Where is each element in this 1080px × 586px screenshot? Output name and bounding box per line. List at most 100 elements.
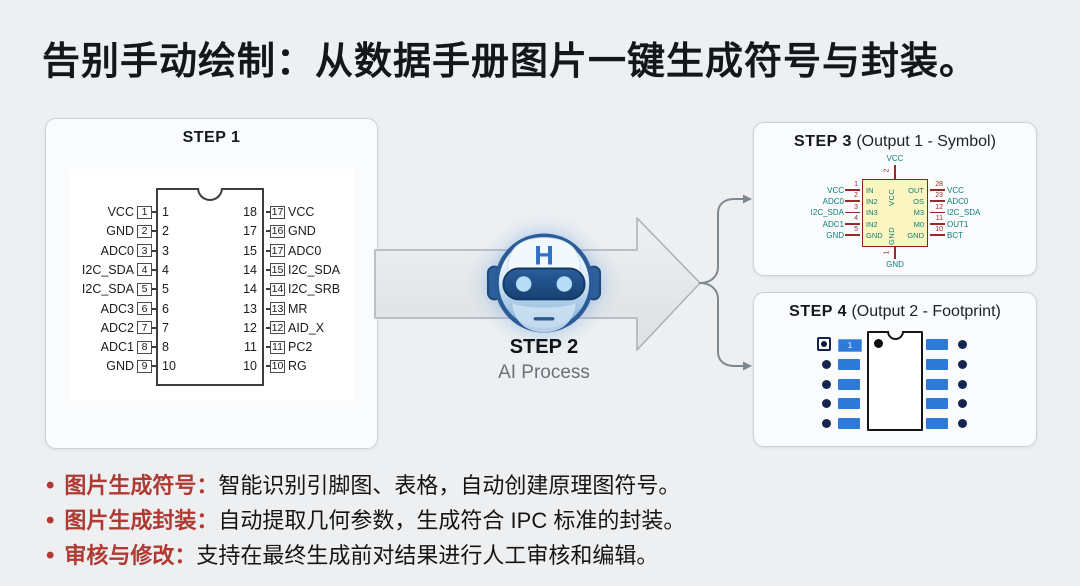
pin-label: PC2 — [288, 340, 313, 355]
symbol-pin-row-left: I2C_SDA 3 — [754, 203, 860, 219]
bullet-item: •图片生成封装：自动提取几何参数，生成符合 IPC 标准的封装。 — [46, 507, 806, 534]
symbol-pin-stub-wrap: 10 — [930, 226, 945, 241]
branch-up-line — [699, 198, 744, 284]
symbol-pin-name-right: OUT — [908, 185, 924, 195]
pin-inner-number-left: 3 — [162, 243, 169, 258]
symbol-net-label: VCC — [827, 185, 844, 195]
step2-subtitle: AI Process — [498, 362, 590, 383]
symbol-pin-name-left: GND — [866, 230, 883, 240]
pin-inner-number-left: 4 — [162, 262, 169, 277]
symbol-top-net-label: VCC — [886, 154, 904, 163]
pin-inner-number-right: 14 — [243, 262, 257, 277]
pin-label: VCC — [107, 205, 134, 219]
pin-stub — [266, 346, 270, 349]
pin-inner-number-right: 15 — [243, 243, 257, 258]
symbol-pin-name-left: IN2 — [866, 219, 878, 229]
symbol-pin-stub — [845, 189, 860, 191]
step3-title-bold: STEP 3 — [794, 133, 852, 150]
symbol-pin-number: 5 — [854, 226, 858, 233]
symbol-pin-stub — [930, 211, 945, 214]
pin-label: I2C_SDA — [81, 282, 134, 297]
symbol-pin-name-right: M3 — [913, 208, 924, 217]
pin-inner-number-left: 2 — [162, 224, 169, 239]
symbol-net-label: I2C_SDA — [810, 208, 844, 217]
pin-stub — [152, 249, 156, 252]
footprint-hole-right — [957, 339, 967, 349]
footprint-hole-right — [957, 418, 967, 428]
symbol-pin-stub-wrap: 5 — [845, 226, 860, 241]
bullet-dot: • — [46, 542, 55, 569]
symbol-pin-number: 12 — [935, 203, 943, 211]
footprint-pad-left — [838, 397, 860, 409]
pin-pad-number-box: 16 — [270, 224, 285, 238]
pin-pad-number-box: 1 — [137, 205, 152, 219]
pin-pad-number-box: 9 — [137, 359, 152, 373]
pin-label: GND — [106, 224, 134, 239]
branch-down-line — [699, 282, 744, 367]
symbol-pin-stub — [845, 211, 860, 214]
step2-title: STEP 2 — [509, 336, 579, 358]
robot-letter: H — [534, 241, 554, 271]
step4-title: STEP 4 (Output 2 - Footprint) — [754, 303, 1036, 321]
pin-stub — [266, 249, 270, 252]
footprint-pad-right — [926, 338, 948, 350]
symbol-pin-number: 3 — [854, 203, 858, 211]
pin-stub — [152, 346, 156, 349]
symbol-pin-stub — [930, 223, 945, 225]
footprint-pad-right — [926, 417, 948, 429]
robot-visor — [502, 267, 586, 301]
pin-inner-number-right: 13 — [243, 301, 257, 316]
pin-pad-number-box: 15 — [270, 263, 285, 277]
robot-eye-right — [556, 276, 573, 292]
pin-label: VCC — [288, 205, 315, 219]
symbol-net-label: ADC0 — [947, 196, 969, 206]
footprint-hole-left — [821, 398, 831, 408]
step4-title-bold: STEP 4 — [789, 303, 847, 320]
footprint-pad-right — [926, 378, 948, 390]
symbol-top-pin-stub — [894, 165, 896, 179]
pin-label: GND — [106, 359, 134, 374]
footprint-pin1-pad-hole — [817, 337, 831, 351]
footprint-pad-left: 1 — [838, 338, 862, 352]
bullet-label: 图片生成封装： — [64, 508, 219, 533]
footprint-hole-right — [957, 398, 967, 408]
branch-down-arrowhead — [743, 361, 752, 371]
bullet-text: 智能识别引脚图、表格，自动创建原理图符号。 — [218, 473, 681, 498]
pin-stub — [152, 307, 156, 310]
step4-title-rest: (Output 2 - Footprint) — [847, 303, 1001, 320]
pin-stub — [266, 326, 270, 329]
feature-bullet-list: •图片生成符号：智能识别引脚图、表格，自动创建原理图符号。•图片生成封装：自动提… — [46, 472, 806, 577]
pin-inner-number-right: 17 — [243, 224, 257, 239]
symbol-net-label: GND — [826, 230, 844, 240]
symbol-pin-stub — [845, 200, 860, 202]
pin-inner-number-left: 10 — [162, 359, 176, 374]
pin-label: RG — [288, 359, 307, 374]
pin-label: ADC1 — [100, 340, 134, 355]
pin-stub — [266, 288, 270, 291]
pin-pad-number-box: 6 — [137, 302, 152, 315]
symbol-pin-stub — [930, 234, 945, 236]
pin-stub — [266, 230, 270, 233]
bullet-label: 审核与修改： — [64, 543, 197, 568]
pin-pad-number-box: 11 — [270, 340, 285, 354]
symbol-pin-number: 23 — [935, 192, 943, 199]
footprint-pad-right — [926, 397, 948, 409]
pin-label: AID_X — [288, 320, 325, 335]
